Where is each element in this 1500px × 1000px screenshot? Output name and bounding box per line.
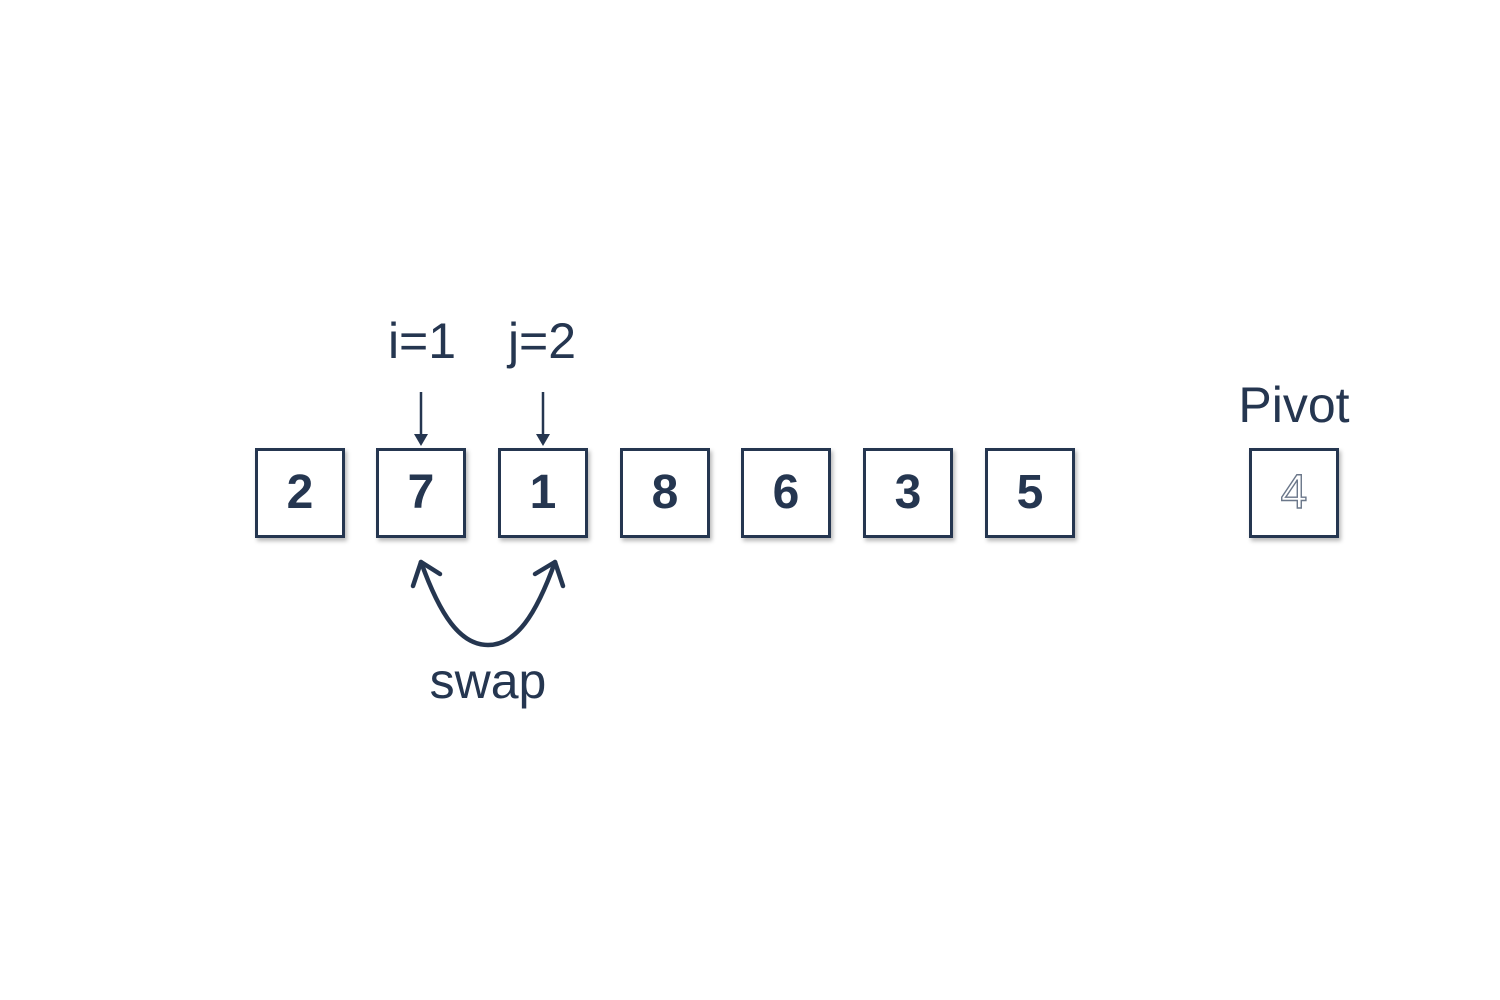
swap-label: swap xyxy=(429,653,547,709)
array-cell-6: 5 xyxy=(985,448,1075,538)
array-cell-3: 8 xyxy=(620,448,710,538)
pointer-j-label: j=2 xyxy=(507,313,577,369)
array-cell-0: 2 xyxy=(255,448,345,538)
pivot-label: Pivot xyxy=(1238,377,1350,433)
pointer-i-arrow-icon xyxy=(414,392,428,446)
array-cell-5: 3 xyxy=(863,448,953,538)
pointer-i-label: i=1 xyxy=(387,313,457,369)
array-cell-4: 6 xyxy=(741,448,831,538)
pivot-cell: 4 xyxy=(1249,448,1339,538)
array-cell-2: 1 xyxy=(498,448,588,538)
array-cell-1: 7 xyxy=(376,448,466,538)
pointer-j-arrow-icon xyxy=(536,392,550,446)
swap-curved-arrow-icon xyxy=(410,559,566,648)
